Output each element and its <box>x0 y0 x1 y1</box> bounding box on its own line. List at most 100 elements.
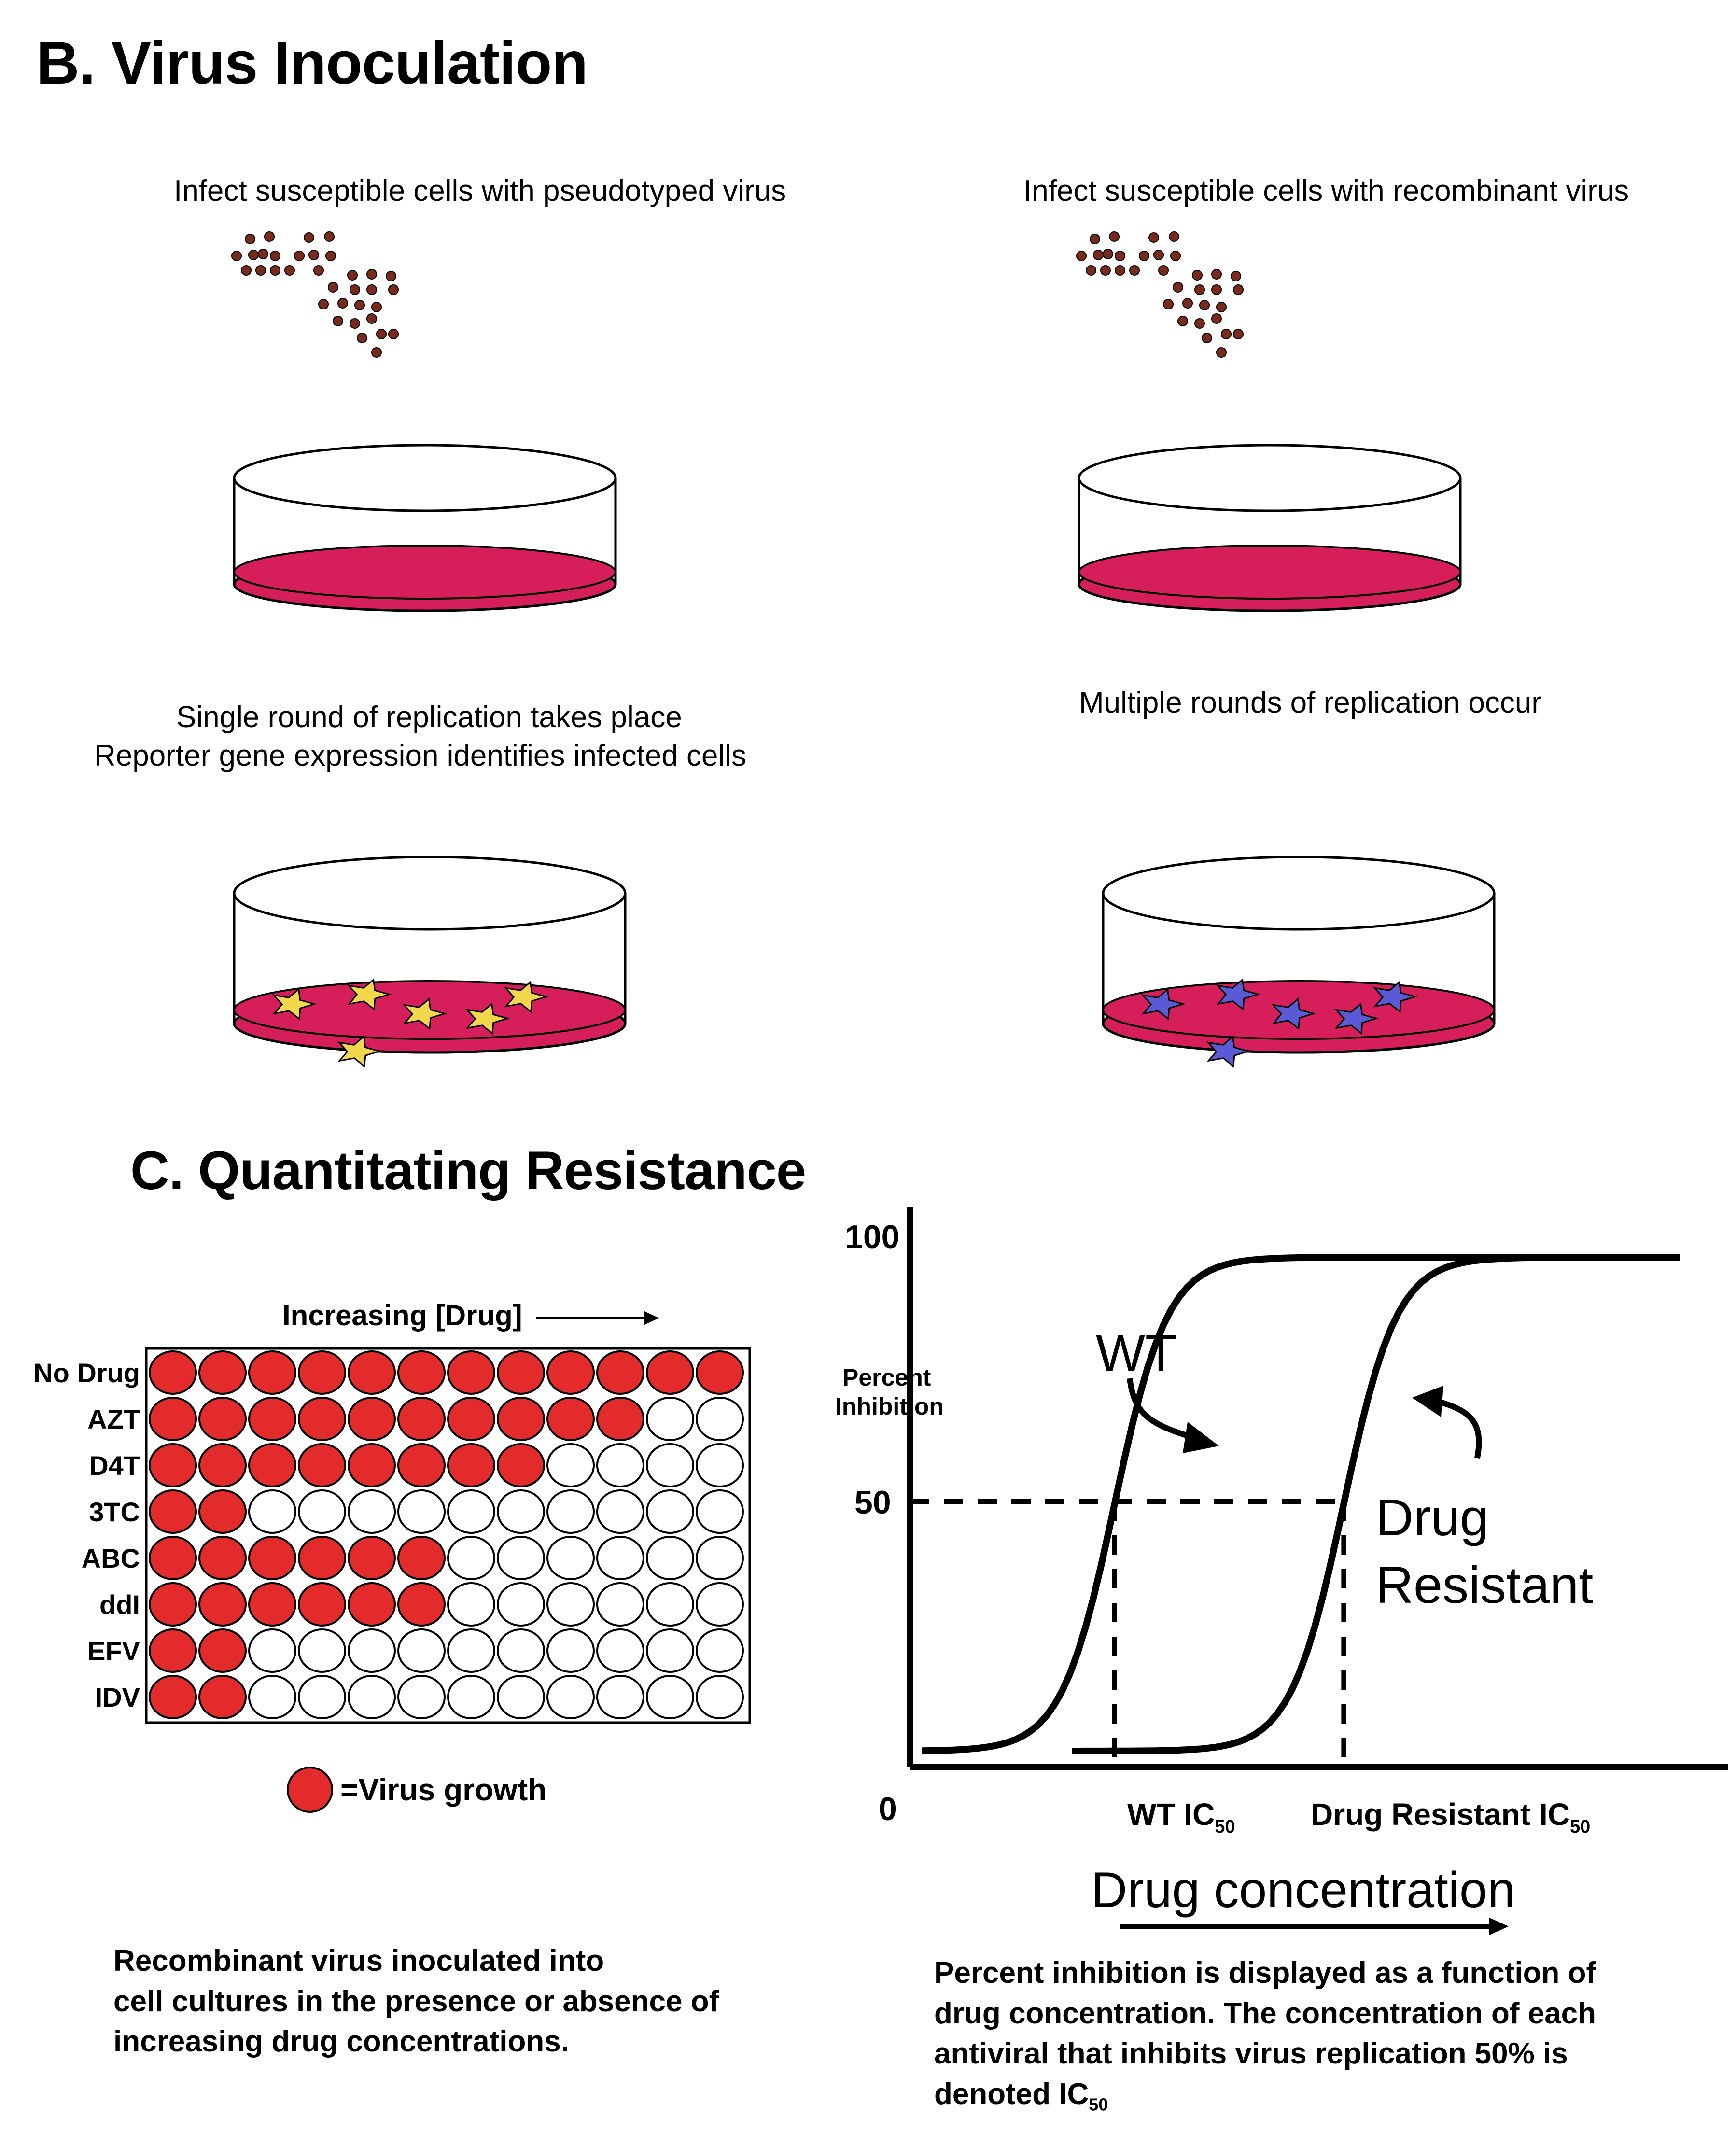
virus-particle <box>1199 300 1210 310</box>
virus-particle <box>1231 271 1241 281</box>
drug-resistant-curve <box>1072 1254 1680 1754</box>
well-growth <box>149 1582 197 1627</box>
infected-cell <box>504 981 549 1013</box>
plate-row-label: ddI <box>99 1589 140 1620</box>
plate-row-label: 3TC <box>89 1497 140 1527</box>
virus-growth-legend-icon <box>287 1767 333 1813</box>
virus-particle <box>245 234 255 244</box>
infected-cell <box>337 1035 382 1068</box>
well-growth <box>248 1350 296 1395</box>
plate-caption-line: Recombinant virus inoculated into <box>113 1944 604 1978</box>
well-growth <box>696 1350 744 1395</box>
virus-particle <box>337 298 348 309</box>
infected-cell <box>1334 1002 1379 1035</box>
well-empty <box>646 1443 694 1487</box>
infected-cell <box>1141 988 1186 1021</box>
virus-particle <box>1221 329 1232 339</box>
well-growth <box>198 1350 247 1395</box>
well-empty <box>696 1536 744 1580</box>
resistant-ic50-label: Drug Resistant IC50 <box>1311 1797 1590 1837</box>
well-empty <box>447 1489 495 1534</box>
well-empty <box>348 1628 396 1673</box>
pseudotyped-virus-particles <box>231 231 399 358</box>
well-empty <box>298 1675 346 1719</box>
section-c-title: C. Quantitating Resistance <box>130 1140 806 1201</box>
well-growth <box>198 1397 247 1441</box>
virus-particle <box>350 284 360 295</box>
infected-cell <box>1372 981 1418 1013</box>
well-growth <box>198 1536 247 1580</box>
virus-particle <box>1100 265 1111 276</box>
virus-particle <box>255 265 266 276</box>
well-growth <box>248 1443 296 1487</box>
well-empty <box>696 1582 744 1627</box>
well-empty <box>397 1628 446 1673</box>
y-tick-100: 100 <box>845 1219 899 1255</box>
virus-particle <box>1115 265 1125 276</box>
plate-row-label: IDV <box>95 1682 140 1712</box>
right-infect-caption: Infect susceptible cells with recombinan… <box>1023 174 1629 208</box>
virus-particle <box>318 299 329 309</box>
well-growth <box>546 1397 595 1441</box>
infected-cell <box>402 997 448 1030</box>
petri-dish-right-empty <box>1078 444 1462 612</box>
well-growth <box>149 1350 197 1395</box>
well-empty <box>596 1675 644 1719</box>
virus-particle <box>1211 284 1222 295</box>
well-growth <box>298 1536 346 1580</box>
well-growth <box>447 1397 495 1441</box>
well-plate <box>145 1347 751 1724</box>
infected-cell <box>1271 997 1316 1030</box>
well-empty <box>298 1489 346 1534</box>
virus-particle <box>1148 232 1159 243</box>
wt-curve <box>922 1254 1545 1754</box>
well-growth <box>298 1443 346 1487</box>
virus-particle <box>1093 250 1104 260</box>
well-empty <box>596 1489 644 1534</box>
well-empty <box>348 1489 396 1534</box>
virus-particle <box>313 265 324 276</box>
well-growth <box>497 1397 545 1441</box>
virus-particle <box>1211 269 1222 280</box>
virus-particle <box>1233 284 1244 295</box>
wt-arrow-icon <box>1127 1378 1198 1442</box>
virus-particle <box>324 231 335 242</box>
plate-header: Increasing [Drug] <box>282 1299 522 1332</box>
chart-caption: Percent inhibition is displayed as a fun… <box>934 1953 1596 2117</box>
well-growth <box>497 1443 545 1487</box>
well-empty <box>596 1628 644 1673</box>
well-empty <box>248 1489 296 1534</box>
virus-particle <box>304 232 314 243</box>
left-infect-caption: Infect susceptible cells with pseudotype… <box>174 174 786 208</box>
virus-particle <box>1194 284 1205 295</box>
virus-particle <box>366 269 377 280</box>
well-empty <box>397 1489 446 1534</box>
virus-particle <box>350 318 360 329</box>
virus-particle <box>1115 251 1125 261</box>
well-empty <box>546 1443 595 1487</box>
virus-particle <box>248 250 259 260</box>
virus-particle <box>386 271 396 281</box>
virus-particle <box>1090 234 1100 244</box>
well-growth <box>348 1397 396 1441</box>
virus-particle <box>1216 302 1227 312</box>
virus-particle <box>1086 265 1096 276</box>
virus-particle <box>270 251 280 261</box>
virus-particle <box>241 265 252 276</box>
virus-particle <box>371 347 382 358</box>
ic50-denoted: denoted IC <box>934 2077 1089 2111</box>
virus-particle <box>366 313 377 324</box>
virus-particle <box>1158 265 1169 276</box>
virus-particle <box>1163 299 1174 309</box>
well-empty <box>696 1397 744 1441</box>
well-growth <box>646 1350 694 1395</box>
virus-particle <box>1216 347 1227 358</box>
well-empty <box>696 1675 744 1719</box>
infected-cell <box>272 988 317 1021</box>
resistant-arrowhead-icon <box>1412 1386 1443 1417</box>
virus-particle <box>388 329 399 339</box>
well-empty <box>596 1443 644 1487</box>
virus-particle <box>284 265 295 276</box>
well-empty <box>596 1582 644 1627</box>
well-growth <box>198 1628 247 1673</box>
